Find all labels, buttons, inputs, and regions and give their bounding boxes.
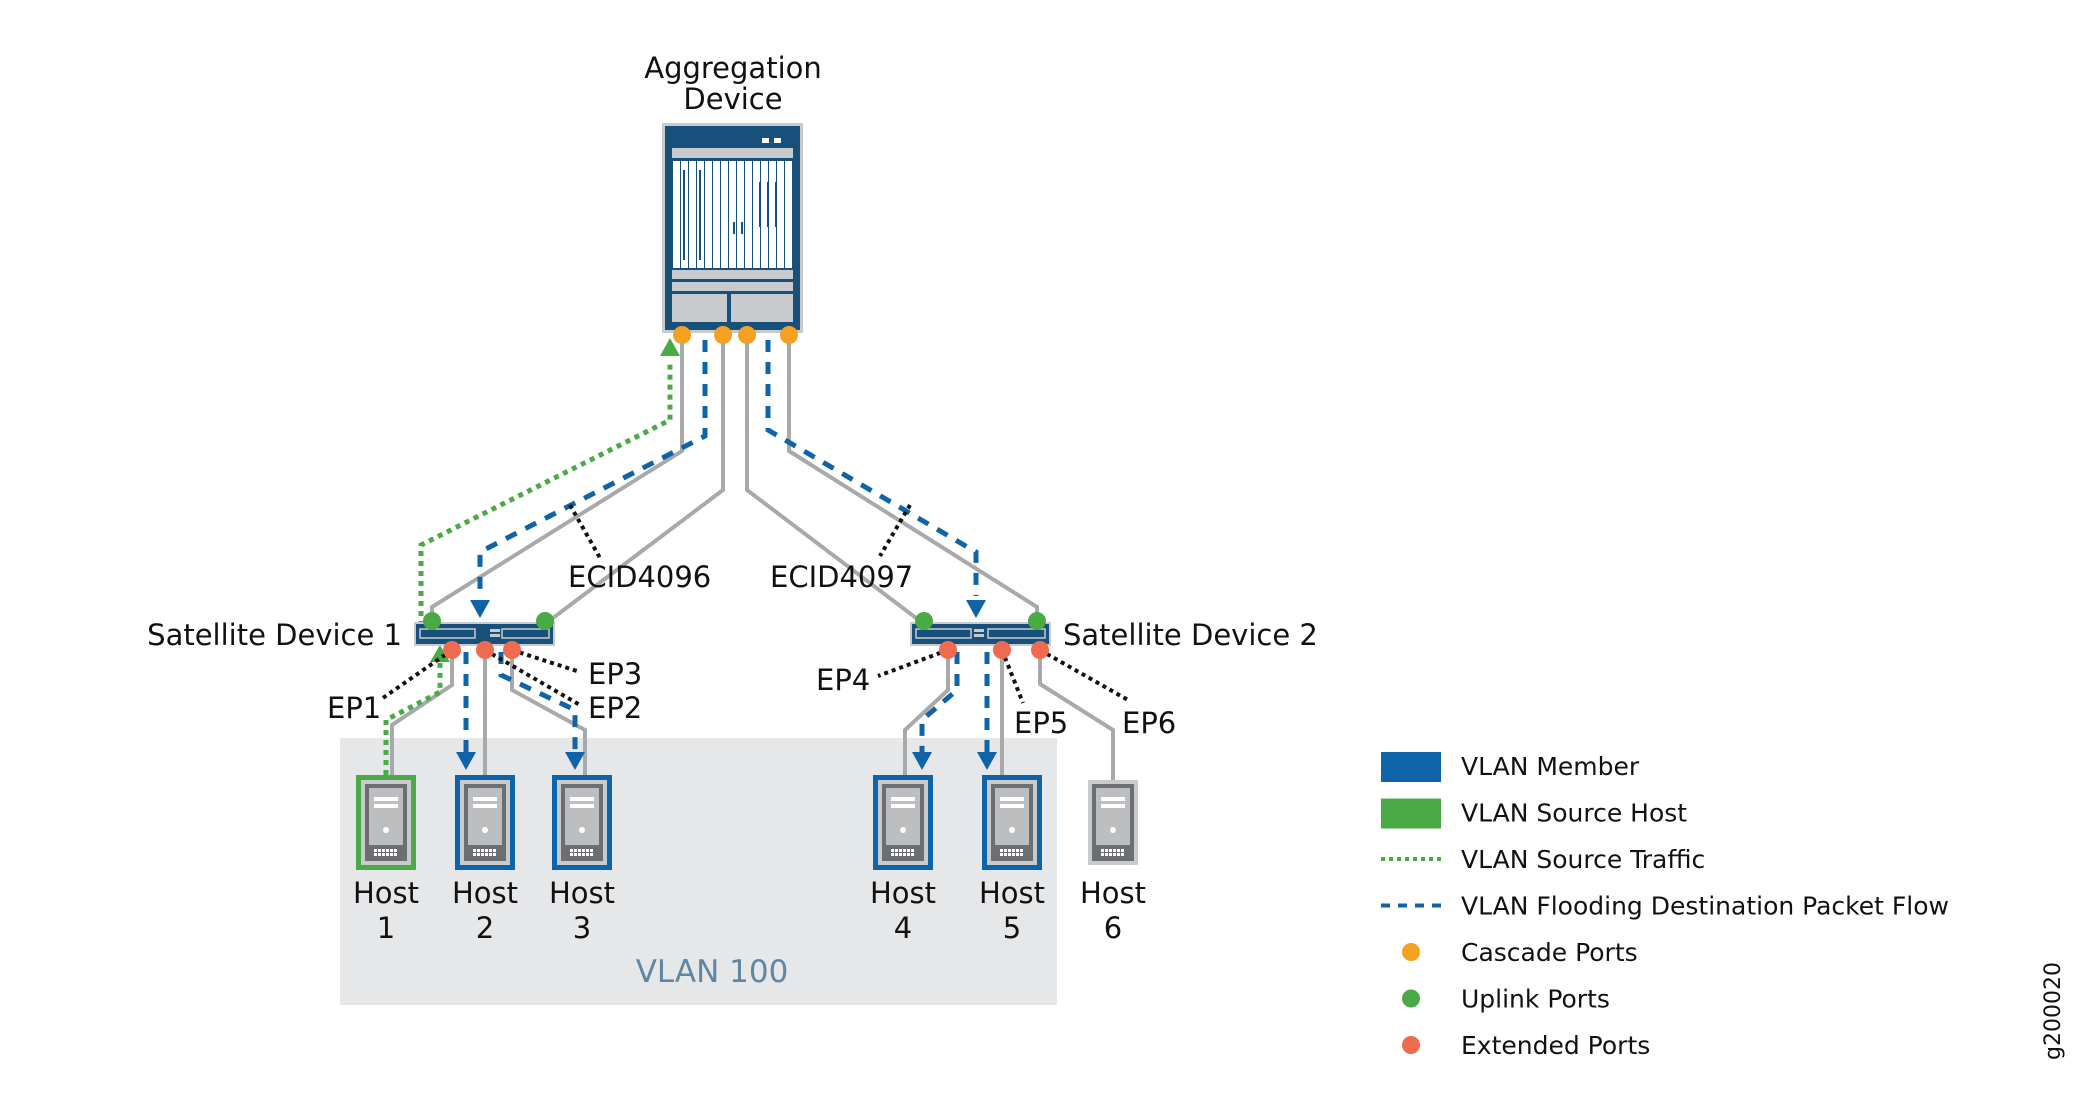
legend-swatch: [1381, 798, 1441, 829]
legend-item-extended-ports: Extended Ports: [1402, 1031, 1650, 1060]
legend-label: VLAN Flooding Destination Packet Flow: [1461, 892, 1949, 921]
extended-port-ep6: [1031, 641, 1049, 659]
extended-port-ep3: [503, 641, 521, 659]
uplink-port-sat2-b: [1028, 612, 1046, 630]
host-number: 2: [476, 911, 494, 945]
extended-ports: [443, 641, 1049, 659]
ep6-label: EP6: [1122, 706, 1176, 740]
host-label: Host: [1080, 876, 1146, 910]
line-card-slots: [673, 161, 792, 268]
legend-item-vlan-source-host: VLAN Source Host: [1381, 798, 1687, 829]
legend-item-uplink-ports: Uplink Ports: [1402, 985, 1610, 1014]
flood-arrow-sat1: [470, 600, 490, 618]
flood-arrow-host3: [565, 752, 585, 770]
legend-label: Cascade Ports: [1461, 938, 1638, 967]
host-number: 3: [573, 911, 591, 945]
legend-label: VLAN Source Host: [1461, 799, 1687, 828]
access-links: [390, 650, 1115, 788]
cascade-port-2: [714, 326, 732, 344]
cascade-links: [430, 335, 1039, 629]
host-number: 6: [1104, 911, 1122, 945]
ecid-4096-label: ECID4096: [568, 560, 711, 594]
host-number: 4: [894, 911, 912, 945]
flood-arrow-host2: [456, 752, 476, 770]
legend-item-vlan-flooding-destination-packet-flow: VLAN Flooding Destination Packet Flow: [1381, 892, 1949, 921]
legend-swatch: [1381, 752, 1441, 782]
vlan-source-traffic: [383, 338, 680, 775]
host-number: 5: [1003, 911, 1021, 945]
extended-port-ep4: [939, 641, 957, 659]
vlan-label: VLAN 100: [636, 954, 789, 990]
cascade-ports: [673, 326, 798, 344]
flood-arrow-host4: [912, 752, 932, 770]
cascade-port-1: [673, 326, 691, 344]
satellite-device-2-label: Satellite Device 2: [1063, 618, 1318, 652]
ecid-leaders: [568, 503, 912, 559]
host-label: Host: [979, 876, 1045, 910]
legend-item-vlan-member: VLAN Member: [1381, 752, 1640, 782]
uplink-ports: [423, 612, 1046, 630]
legend-label: VLAN Source Traffic: [1461, 845, 1705, 874]
legend-item-vlan-source-traffic: VLAN Source Traffic: [1381, 845, 1705, 874]
figure-id: g200020: [2041, 962, 2066, 1060]
extended-port-ep5: [993, 641, 1011, 659]
aggregation-device-label-1: Aggregation: [644, 51, 822, 85]
ep2-label: EP2: [588, 691, 642, 725]
uplink-port-sat2-a: [915, 612, 933, 630]
host-label: Host: [452, 876, 518, 910]
legend-label: Extended Ports: [1461, 1031, 1650, 1060]
ep5-label: EP5: [1014, 706, 1068, 740]
legend-swatch: [1402, 1036, 1420, 1054]
legend-item-cascade-ports: Cascade Ports: [1402, 938, 1638, 967]
uplink-port-sat1-b: [536, 612, 554, 630]
extended-port-ep2: [476, 641, 494, 659]
extended-port-ep1: [443, 641, 461, 659]
uplink-port-sat1-a: [423, 612, 441, 630]
legend-swatch: [1402, 989, 1420, 1008]
satellite-device-2[interactable]: [910, 622, 1051, 646]
ep-leaders: [378, 648, 1129, 707]
ep1-label: EP1: [327, 691, 381, 725]
ep3-label: EP3: [588, 657, 642, 691]
cascade-port-4: [780, 326, 798, 344]
legend-label: Uplink Ports: [1461, 985, 1610, 1014]
host-label: Host: [549, 876, 615, 910]
source-arrow-up-sat1: [430, 645, 450, 662]
host-label: Host: [353, 876, 419, 910]
link-ep1-host1: [390, 650, 454, 775]
cascade-port-3: [738, 326, 756, 344]
flooding-arrowheads: [456, 600, 997, 770]
satellite-device-1-label: Satellite Device 1: [147, 618, 402, 652]
flood-arrow-sat2: [966, 600, 986, 618]
flood-arrow-host5: [977, 752, 997, 770]
host-label: Host: [870, 876, 936, 910]
ecid-4097-label: ECID4097: [770, 560, 913, 594]
link-ep3-host3: [510, 650, 587, 775]
ep4-label: EP4: [816, 663, 870, 697]
aggregation-device[interactable]: Aggregation Device: [644, 51, 822, 333]
vlan-flooding-flow: [463, 340, 990, 752]
source-arrow-up-agg: [660, 338, 680, 356]
link-ep6-host6: [1038, 650, 1115, 788]
legend-label: VLAN Member: [1461, 752, 1640, 781]
link-ep4-host4: [903, 650, 950, 775]
aggregation-device-label-2: Device: [683, 82, 782, 116]
legend-swatch: [1402, 943, 1420, 961]
host-number: 1: [377, 911, 395, 945]
